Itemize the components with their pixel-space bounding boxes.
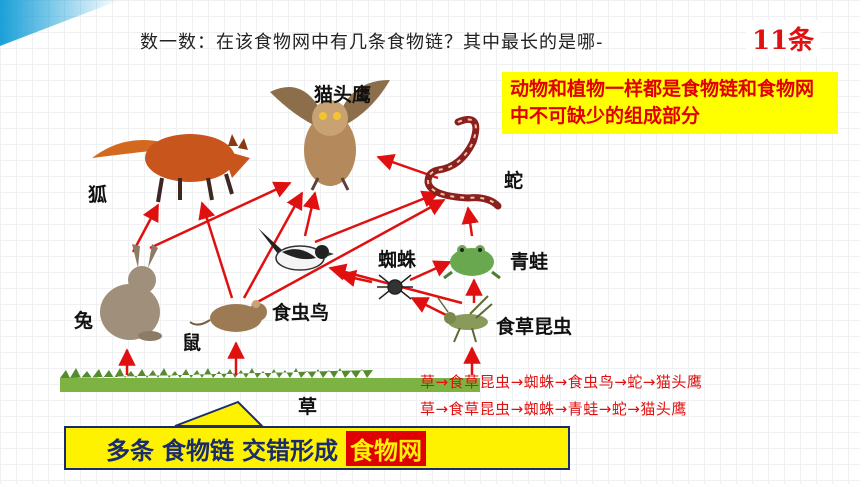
rabbit-icon [100,244,162,341]
answer-badge: 11条 [746,20,821,57]
label-bird: 食虫鸟 [272,302,330,324]
note-box: 动物和植物一样都是食物链和食物网中不可缺少的组成部分 [502,72,838,134]
arrow-spider-frog [409,260,452,282]
label-fox: 狐 [88,184,108,206]
label-spider: 蜘蛛 [378,249,417,271]
arrow-bird-snake [314,190,440,244]
label-rabbit: 兔 [74,310,94,332]
snake-icon [424,116,502,210]
label-owl: 猫头鹰 [314,84,372,106]
banner-part-4: 食物网 [346,430,426,466]
grass-icon [60,368,480,427]
label-snake: 蛇 [504,170,524,192]
banner-part-2: 食物链 [162,436,234,465]
question-text: 数一数：在该食物网中有几条食物链？其中最长的是哪- [140,32,604,53]
chain-text-1: 草→食草昆虫→蜘蛛→食虫鸟→蛇→猫头鹰 [420,373,703,391]
banner-part-1: 多条 [106,436,154,465]
owl-icon [270,80,390,191]
arrow-bird-owl [302,191,320,237]
arrow-frog-snake [461,206,479,237]
label-mouse: 鼠 [182,332,202,354]
arrow-mouse-snake [251,198,446,307]
spider-icon [377,274,413,300]
fox-icon [92,134,250,203]
label-insect: 食草昆虫 [496,316,573,338]
frog-icon [443,245,501,280]
chain-text-2: 草→食草昆虫→蜘蛛→青蛙→蛇→猫头鹰 [420,400,687,418]
label-grass: 草 [298,396,318,418]
mouse-icon [189,300,267,332]
bird-icon [258,228,334,271]
summary-banner: 多条 食物链 交错形成 食物网 [64,426,570,470]
arrow-mouse-fox [198,201,234,299]
corner-decoration [0,0,120,46]
arrow-rabbit-fox [131,203,160,253]
insect-icon [437,295,493,343]
label-frog: 青蛙 [510,251,549,273]
arrow-rabbit-owl [149,181,292,250]
banner-part-3: 交错形成 [242,436,338,465]
